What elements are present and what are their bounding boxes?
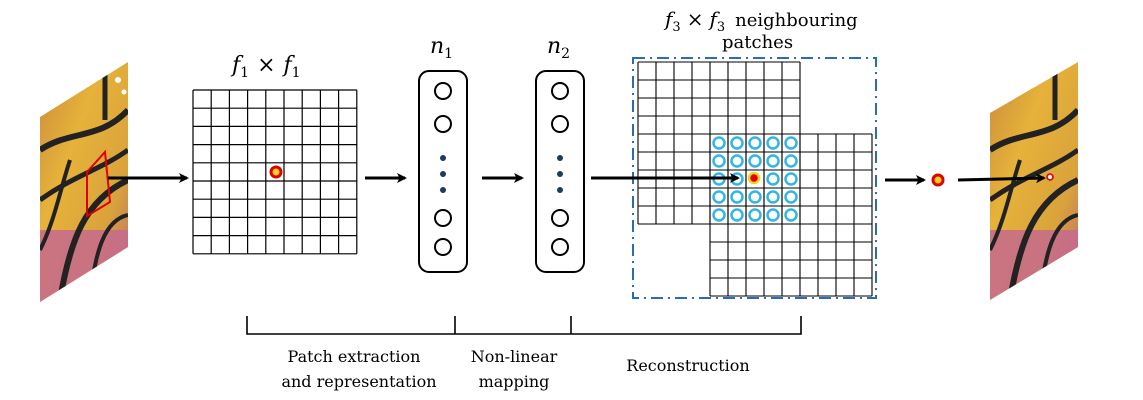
output-pixel (931, 173, 945, 187)
neighbour-patch-grid-bottom-right (709, 133, 873, 297)
overlap-pixel-ring (748, 190, 762, 204)
center-pixel-marker (269, 165, 283, 179)
overlap-pixel-ring (766, 190, 780, 204)
stage-label-line1: Reconstruction (626, 356, 749, 375)
neuron (551, 115, 569, 133)
patches-label: patches (722, 32, 793, 53)
neuron-ellipsis-dot (557, 187, 563, 193)
neuron-column-n2 (535, 70, 585, 273)
overlap-pixel-ring (748, 154, 762, 168)
overlap-pixel-ring (730, 136, 744, 150)
overlap-pixel-ring (766, 172, 780, 186)
overlap-pixel-ring (730, 190, 744, 204)
reconstructed-center-pixel (747, 171, 761, 185)
neuron-ellipsis-dot (440, 187, 446, 193)
stage-bracket (246, 316, 802, 335)
overlap-pixel-ring (712, 154, 726, 168)
stage-label-line1: Patch extraction (288, 347, 421, 366)
stage-label-line1: Non-linear (471, 347, 558, 366)
overlap-pixel-ring (784, 172, 798, 186)
overlap-pixel-ring (784, 208, 798, 222)
overlap-pixel-ring (748, 136, 762, 150)
overlap-pixel-ring (748, 208, 762, 222)
overlap-pixel-ring (730, 154, 744, 168)
input-image (40, 62, 128, 302)
output-pixel-marker (1046, 173, 1054, 181)
stage-label-line2: mapping (479, 372, 550, 391)
neuron-column-n1 (418, 70, 468, 273)
overlap-pixel-ring (766, 154, 780, 168)
neuron (434, 115, 452, 133)
overlap-pixel-ring (784, 190, 798, 204)
neuron (551, 209, 569, 227)
overlap-pixel-ring (730, 208, 744, 222)
neuron-ellipsis-dot (440, 155, 446, 161)
patch-grid-f1 (192, 89, 358, 255)
neuron (551, 238, 569, 256)
overlap-pixel-ring (712, 208, 726, 222)
overlap-pixel-ring (712, 136, 726, 150)
neuron (434, 209, 452, 227)
output-image (990, 62, 1078, 300)
neuron-ellipsis-dot (557, 171, 563, 177)
overlap-pixel-ring (784, 136, 798, 150)
n1-label: n1 (430, 34, 453, 62)
neuron-ellipsis-dot (557, 155, 563, 161)
neuron (434, 82, 452, 100)
overlap-pixel-ring (766, 136, 780, 150)
neuron (551, 82, 569, 100)
f1-label: f1×f1 (230, 53, 301, 81)
overlap-pixel-ring (712, 190, 726, 204)
neuron-ellipsis-dot (440, 171, 446, 177)
overlap-pixel-ring (766, 208, 780, 222)
n2-label: n2 (547, 34, 570, 62)
stage-label-line2: and representation (281, 372, 436, 391)
input-patch-outline (86, 149, 112, 218)
neuron (434, 238, 452, 256)
overlap-pixel-ring (784, 154, 798, 168)
arrow-to-output-image (957, 173, 1046, 184)
